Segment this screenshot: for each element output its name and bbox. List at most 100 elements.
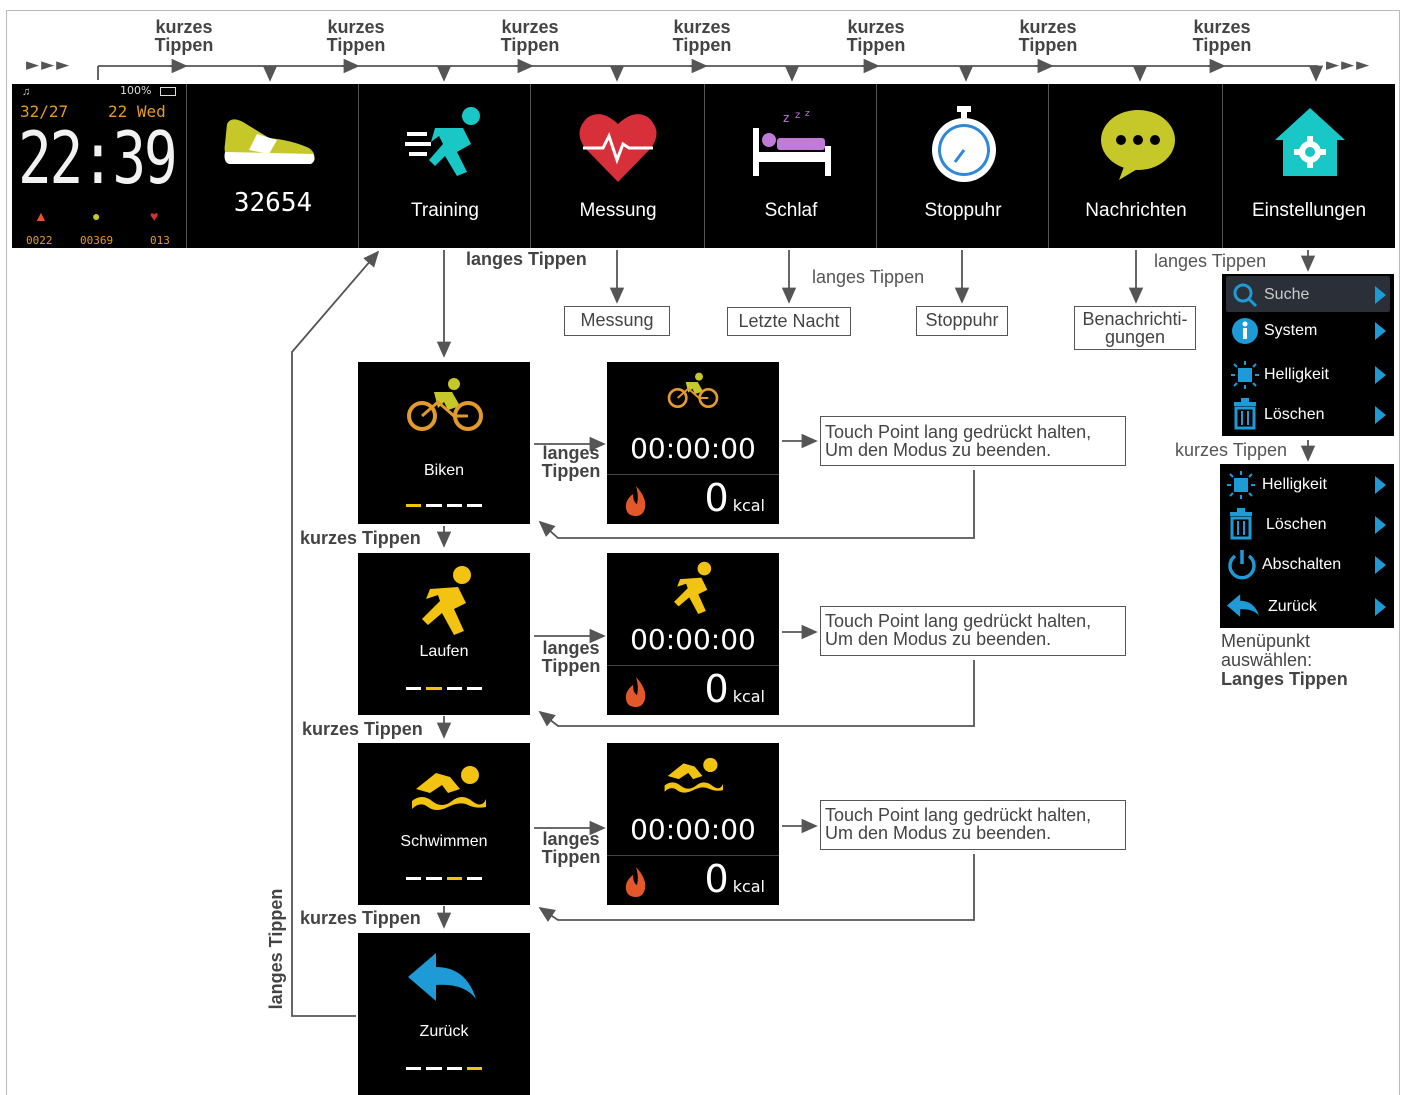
- flame-icon: [625, 867, 646, 897]
- back-arrow-icon: [408, 953, 476, 1001]
- tile-stoppuhr-label: Stoppuhr: [924, 200, 1002, 221]
- menu-item-suche[interactable]: Suche: [1222, 276, 1394, 314]
- menu-item-label: Löschen: [1266, 516, 1327, 533]
- menu-item-label: Zurück: [1268, 598, 1317, 615]
- mode-schwimmen-screen[interactable]: Schwimmen: [358, 743, 530, 905]
- tile-stoppuhr[interactable]: Stoppuhr: [876, 84, 1049, 248]
- tile-nachrichten[interactable]: Nachrichten: [1048, 84, 1223, 248]
- menu-item-label: Abschalten: [1262, 556, 1342, 573]
- exit-note-line2: Um den Modus zu beenden.: [825, 629, 1052, 649]
- chevron-right-icon: [1375, 366, 1386, 384]
- mode-indicator: [406, 504, 482, 507]
- calorie-icon: ▲: [34, 208, 48, 224]
- exit-note-line2: Um den Modus zu beenden.: [825, 823, 1052, 843]
- exit-note: Touch Point lang gedrückt halten, Um den…: [820, 416, 1126, 466]
- select-note-line3: Langes Tippen: [1221, 669, 1348, 689]
- mode-schwimmen-label: Schwimmen: [400, 833, 488, 850]
- stat-heartrate: 013: [150, 234, 170, 247]
- stopwatch-icon: [932, 106, 996, 182]
- tile-schlaf-label: Schlaf: [764, 200, 818, 221]
- menu-item-system[interactable]: System: [1222, 312, 1394, 350]
- settings-menu-1[interactable]: Suche System Helligkeit Löschen: [1222, 274, 1394, 436]
- short-tap-label: kurzes Tippen: [1175, 440, 1288, 460]
- runner-icon: [405, 107, 480, 176]
- chevron-right-icon: [1375, 322, 1386, 340]
- menu-item-helligkeit[interactable]: Helligkeit: [1222, 356, 1394, 394]
- chevron-right-icon: [1375, 406, 1386, 424]
- menu-item-zurueck[interactable]: Zurück: [1220, 588, 1394, 626]
- menu-item-abschalten[interactable]: Abschalten: [1220, 546, 1394, 584]
- select-note-line2: auswählen:: [1221, 650, 1313, 670]
- menu-item-loeschen[interactable]: Löschen: [1220, 506, 1394, 544]
- trash-icon: [1230, 508, 1252, 540]
- exit-note-line1: Touch Point lang gedrückt halten,: [825, 422, 1092, 442]
- battery-status: 100%: [120, 84, 152, 97]
- heart-rate-icon: [579, 114, 657, 182]
- short-tap-label: kurzes Tippen: [300, 908, 421, 928]
- select-note: Menüpunkt auswählen: Langes Tippen: [1221, 632, 1348, 689]
- long-tap-label: langes Tippen: [466, 249, 587, 269]
- sleep-bed-icon: z z z: [753, 109, 831, 176]
- menu-item-label: Helligkeit: [1262, 476, 1327, 493]
- select-note-line1: Menüpunkt: [1221, 631, 1311, 651]
- activity-timer: 00:00:00: [630, 813, 756, 846]
- date-label: 32/27: [20, 102, 69, 121]
- mode-biken-screen[interactable]: Biken: [358, 362, 530, 524]
- stat-steps: 00369: [80, 234, 114, 247]
- svg-text:z: z: [805, 109, 810, 119]
- back-arrow-icon: [1226, 594, 1260, 617]
- exit-note-line2: Um den Modus zu beenden.: [825, 440, 1052, 460]
- chevron-right-icon: [1375, 516, 1386, 534]
- tile-steps[interactable]: 32654: [186, 84, 359, 248]
- last-night-box: Letzte Nacht: [727, 307, 851, 336]
- watchface-screen[interactable]: ♫ 100% 32/27 22 Wed 22:39 ▲ ● ♥ 0022 003…: [12, 84, 186, 248]
- tile-messung[interactable]: Messung: [530, 84, 705, 248]
- menu-item-loeschen[interactable]: Löschen: [1222, 396, 1394, 434]
- exit-note: Touch Point lang gedrückt halten, Um den…: [820, 606, 1126, 656]
- runner-icon: [674, 561, 712, 614]
- menu-item-label: Löschen: [1264, 406, 1325, 423]
- long-tap-label: langes Tippen: [812, 267, 925, 287]
- settings-menu-2[interactable]: Helligkeit Löschen Abschalten Zurück: [1220, 464, 1394, 628]
- swimmer-icon: [412, 766, 486, 810]
- tile-training[interactable]: Training: [358, 84, 531, 248]
- mode-indicator: [406, 1067, 482, 1070]
- notifications-box-line2: gungen: [1104, 327, 1166, 347]
- menu-item-helligkeit[interactable]: Helligkeit: [1220, 466, 1394, 504]
- search-icon: [1233, 283, 1258, 308]
- stoppuhr-box: Stoppuhr: [916, 306, 1008, 336]
- notifications-box: Benachrichti- gungen: [1074, 306, 1196, 350]
- menu-item-label: Suche: [1264, 286, 1310, 303]
- menu-item-label: System: [1264, 322, 1318, 339]
- chevron-right-icon: [1375, 286, 1386, 304]
- long-tap-label: langes Tippen: [1154, 251, 1267, 271]
- short-tap-label: kurzes Tippen: [302, 719, 423, 739]
- day-label: 22 Wed: [108, 102, 166, 121]
- mode-laufen-screen[interactable]: Laufen: [358, 553, 530, 715]
- mode-zurueck-label: Zurück: [419, 1023, 469, 1040]
- tile-einstellungen-label: Einstellungen: [1251, 200, 1367, 221]
- trash-icon: [1234, 398, 1256, 430]
- mode-biken-label: Biken: [423, 462, 465, 479]
- svg-text:z: z: [795, 110, 800, 121]
- bike-icon: [407, 378, 483, 431]
- time-display: 22:39: [18, 116, 178, 200]
- chevron-right-icon: [1375, 556, 1386, 574]
- flame-icon: [625, 677, 646, 707]
- tile-einstellungen[interactable]: Einstellungen: [1222, 84, 1395, 248]
- mode-laufen-label: Laufen: [419, 643, 469, 660]
- tile-schlaf[interactable]: z z z Schlaf: [704, 84, 877, 248]
- activity-timer: 00:00:00: [630, 432, 756, 465]
- arrows-right: ►►►: [1326, 55, 1372, 75]
- mode-zurueck-screen[interactable]: Zurück: [358, 933, 530, 1095]
